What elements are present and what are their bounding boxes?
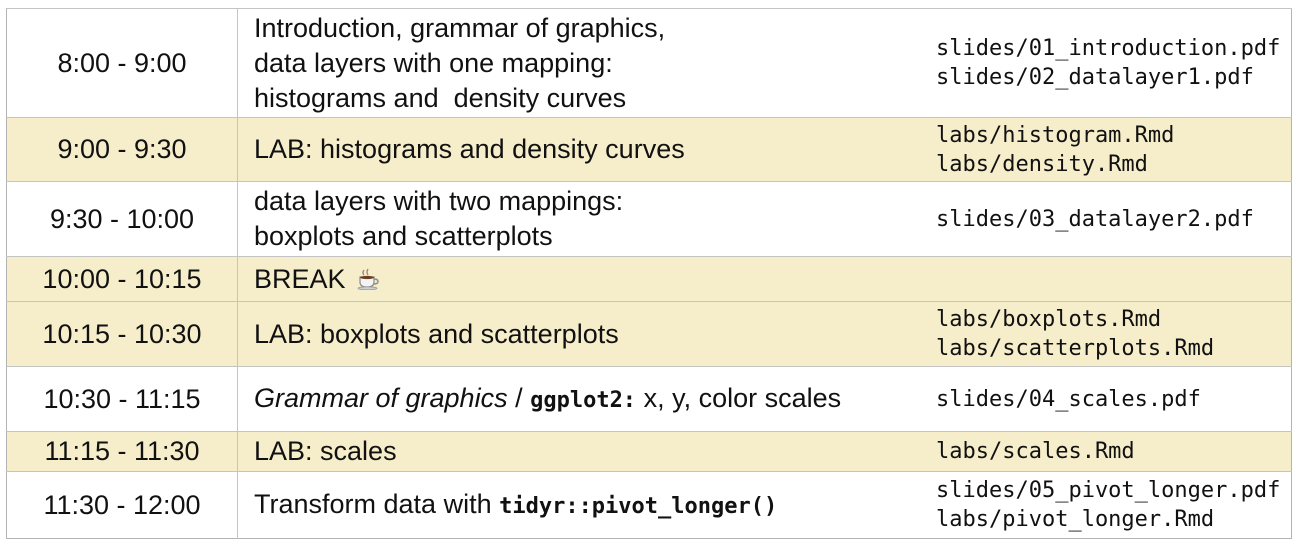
topic-cell: Grammar of graphics / ggplot2: x, y, col… <box>237 366 920 432</box>
files-cell: slides/04_scales.pdf <box>920 366 1292 432</box>
topic-line: data layers with one mapping: <box>254 47 613 78</box>
files-cell: slides/03_datalayer2.pdf <box>920 181 1292 257</box>
file-path: labs/pivot_longer.Rmd <box>936 507 1215 532</box>
schedule-row: 10:15 - 10:30 LAB: boxplots and scatterp… <box>6 301 1292 367</box>
file-path: labs/scales.Rmd <box>936 439 1135 464</box>
files-cell <box>920 256 1292 302</box>
topic-cell: data layers with two mappings: boxplots … <box>237 181 920 257</box>
topic-line: histograms and density curves <box>254 82 627 113</box>
schedule-row: 11:30 - 12:00 Transform data with tidyr:… <box>6 471 1292 539</box>
topic-code: tidyr::pivot_longer() <box>499 493 778 519</box>
schedule-row: 9:00 - 9:30 LAB: histograms and density … <box>6 117 1292 182</box>
schedule-row: 11:15 - 11:30 LAB: scales labs/scales.Rm… <box>6 431 1292 472</box>
time-slot: 10:30 - 11:15 <box>6 366 238 432</box>
file-path: slides/03_datalayer2.pdf <box>936 206 1254 232</box>
file-path: labs/scatterplots.Rmd <box>936 336 1215 361</box>
time-slot: 11:15 - 11:30 <box>6 431 238 472</box>
schedule-row: 9:30 - 10:00 data layers with two mappin… <box>6 181 1292 257</box>
topic-cell: LAB: scales <box>237 431 920 472</box>
topic-line: boxplots and scatterplots <box>254 221 553 251</box>
file-path: labs/density.Rmd <box>936 151 1148 177</box>
file-path: slides/04_scales.pdf <box>936 386 1201 412</box>
files-cell: labs/boxplots.Rmd labs/scatterplots.Rmd <box>920 301 1292 367</box>
schedule-row: 10:30 - 11:15 Grammar of graphics / ggpl… <box>6 366 1292 432</box>
files-cell: slides/05_pivot_longer.pdf labs/pivot_lo… <box>920 471 1292 539</box>
file-path: slides/05_pivot_longer.pdf <box>936 478 1281 503</box>
time-slot: 9:00 - 9:30 <box>6 117 238 182</box>
topic-line: Introduction, grammar of graphics, <box>254 12 666 43</box>
files-cell: slides/01_introduction.pdf slides/02_dat… <box>920 8 1292 118</box>
topic-line: data layers with two mappings: <box>254 186 624 216</box>
files-cell: labs/histogram.Rmd labs/density.Rmd <box>920 117 1292 182</box>
file-path: labs/boxplots.Rmd <box>936 307 1162 332</box>
topic-cell: LAB: boxplots and scatterplots <box>237 301 920 367</box>
schedule-table: 8:00 - 9:00 Introduction, grammar of gra… <box>6 8 1292 539</box>
topic-cell: BREAK <box>237 256 920 302</box>
schedule-row: 10:00 - 10:15 BREAK <box>6 256 1292 302</box>
time-slot: 9:30 - 10:00 <box>6 181 238 257</box>
file-path: slides/02_datalayer1.pdf <box>936 65 1254 90</box>
topic-text: BREAK <box>254 263 346 294</box>
topic-cell: LAB: histograms and density curves <box>237 117 920 182</box>
topic-cell: Transform data with tidyr::pivot_longer(… <box>237 471 920 539</box>
time-slot: 10:00 - 10:15 <box>6 256 238 302</box>
files-cell: labs/scales.Rmd <box>920 431 1292 472</box>
time-slot: 10:15 - 10:30 <box>6 301 238 367</box>
topic-separator: / <box>507 382 531 413</box>
topic-italic-text: Grammar of graphics <box>254 382 508 413</box>
time-slot: 11:30 - 12:00 <box>6 471 238 539</box>
file-path: slides/01_introduction.pdf <box>936 36 1281 61</box>
topic-text: Transform data with <box>254 488 500 519</box>
topic-text: x, y, color scales <box>636 382 842 413</box>
file-path: labs/histogram.Rmd <box>936 122 1175 148</box>
time-slot: 8:00 - 9:00 <box>6 8 238 118</box>
coffee-cup-icon <box>357 264 381 290</box>
topic-code: ggplot2: <box>530 387 637 413</box>
topic-cell: Introduction, grammar of graphics, data … <box>237 8 920 118</box>
schedule-row: 8:00 - 9:00 Introduction, grammar of gra… <box>6 8 1292 118</box>
